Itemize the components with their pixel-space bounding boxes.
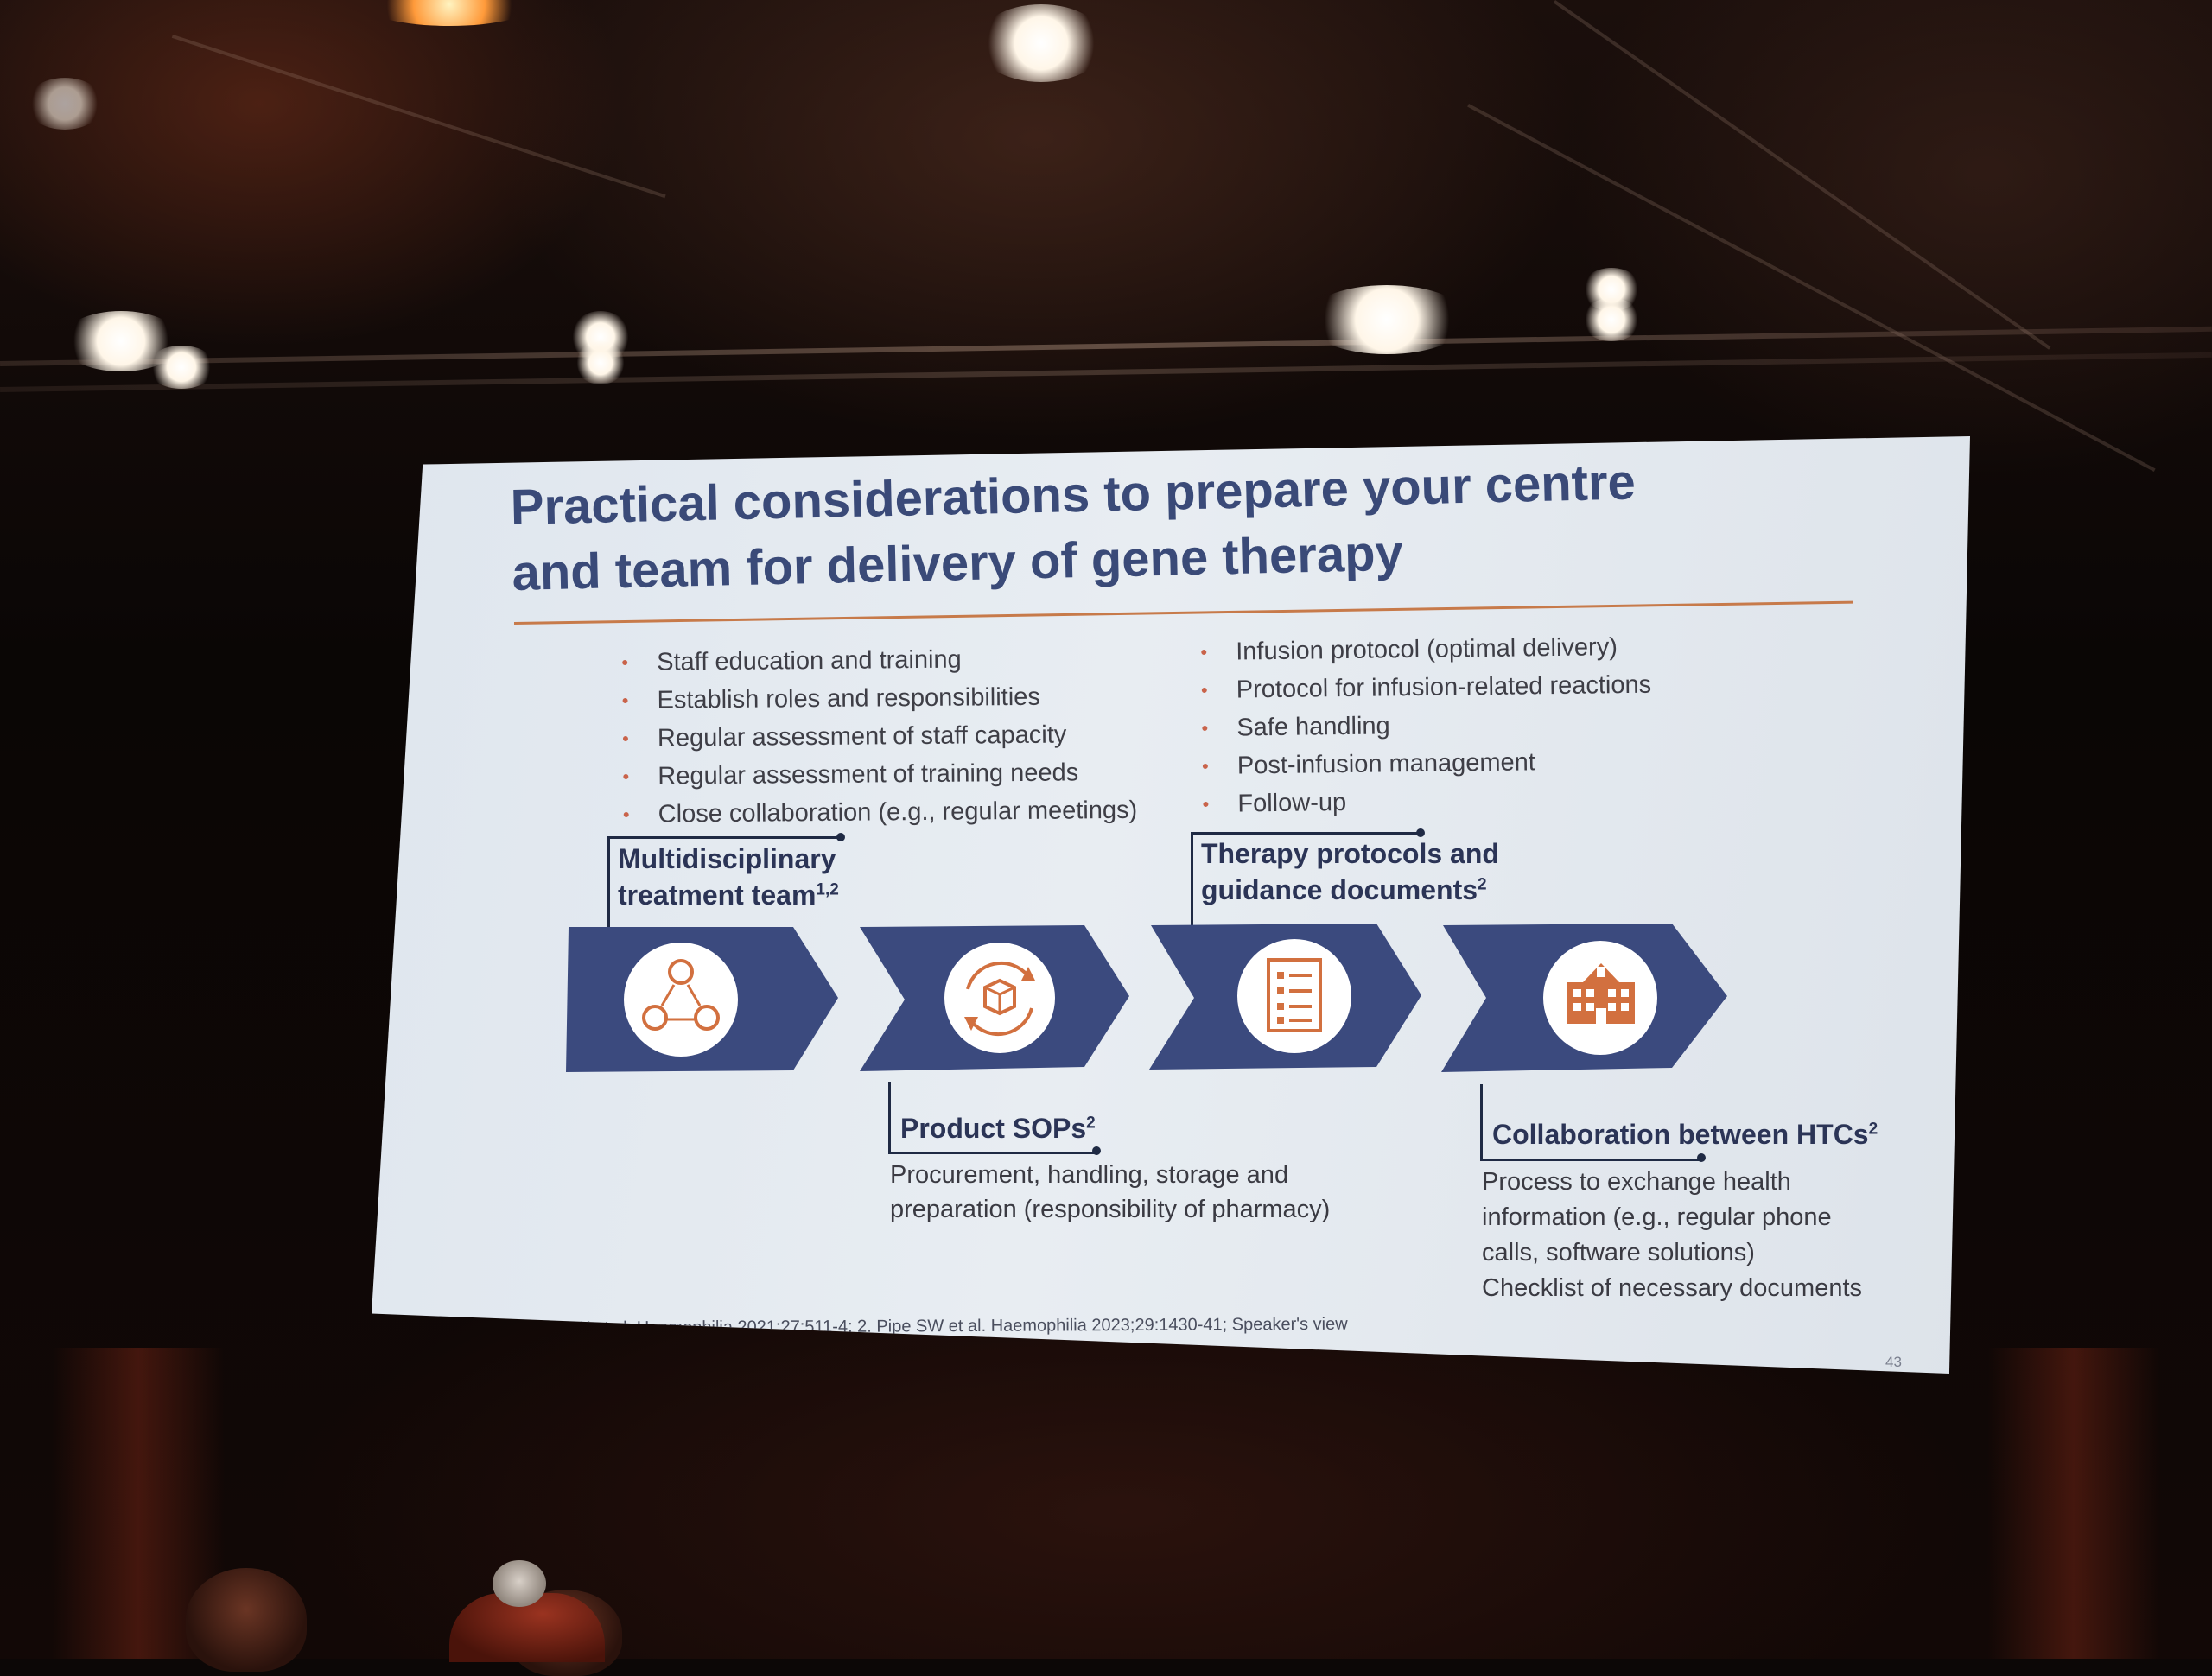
connector-bracket (1480, 1084, 1703, 1161)
speaker-head (493, 1560, 546, 1607)
step-label-therapy-protocols: Therapy protocols and guidance documents… (1201, 838, 1499, 905)
audience-head (186, 1568, 307, 1672)
connector-dot (1697, 1153, 1706, 1162)
product-sops-description: Procurement, handling, storage and prepa… (890, 1161, 1331, 1223)
stage-light (575, 341, 626, 384)
collaboration-description: Process to exchange health information (… (1482, 1168, 1863, 1302)
connector-bracket (607, 836, 843, 931)
hospital-building-icon (1543, 941, 1657, 1055)
stage-light (26, 78, 104, 130)
stage-light (147, 346, 216, 389)
team-network-icon (624, 943, 738, 1057)
stage-light (363, 0, 536, 26)
process-chevrons (566, 924, 1727, 1072)
stage-light (1305, 285, 1469, 354)
slide-page-number: 43 (1885, 1354, 1902, 1370)
curtain-fold (1987, 1348, 2160, 1659)
connector-bracket (1191, 832, 1422, 931)
step-label-product-sops: Product SOPs2 (900, 1113, 1096, 1144)
stage-light (976, 4, 1106, 82)
ceiling-beam (171, 35, 666, 199)
connector-bracket (888, 1082, 1098, 1154)
connector-dot (1416, 828, 1425, 837)
stage-light (1581, 298, 1642, 341)
step-label-collaboration: Collaboration between HTCs2 (1492, 1119, 1878, 1150)
step-label-multidisciplinary: Multidisciplinary treatment team1,2 (618, 843, 839, 911)
ceiling-beam (1467, 104, 2156, 473)
checklist-document-icon (1237, 939, 1351, 1053)
projected-slide: Practical considerations to prepare your… (372, 436, 1970, 1374)
connector-dot (1092, 1146, 1101, 1155)
package-cycle-icon (944, 943, 1055, 1053)
connector-dot (836, 833, 845, 841)
